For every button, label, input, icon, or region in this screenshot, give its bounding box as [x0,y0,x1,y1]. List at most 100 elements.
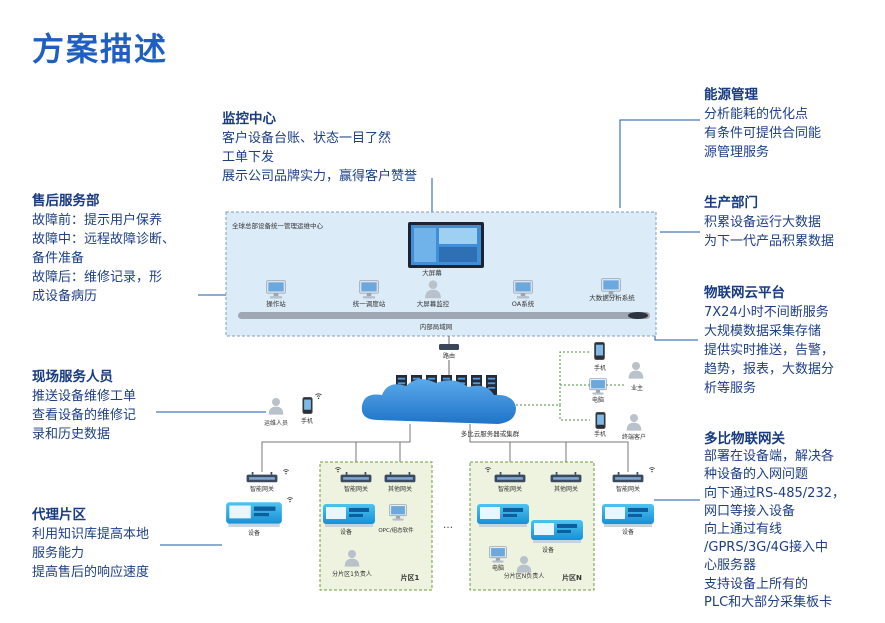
production-heading: 生产部门 [704,195,758,211]
wifi-icon [286,497,294,503]
aftersales-line: 故障中：远程故障诊断、 [32,232,176,247]
station-label: 大数据分析系统 [589,293,635,302]
monitoring-line: 展示公司品牌实力，赢得客户赞誉 [222,169,418,184]
field-staff-line: 录和历史数据 [32,427,111,442]
agent-line: 服务能力 [32,546,85,561]
monitoring-line: 客户设备台账、状态一目了然 [222,131,392,146]
device-label: 设备 [340,528,352,536]
device-label: 设备 [622,528,634,536]
iot-cloud-line: 析等服务 [704,381,757,396]
aftersales-line: 成设备病历 [32,289,98,304]
energy-heading: 能源管理 [704,87,758,103]
maintainer-phone-icon [302,397,313,414]
device-icon [477,504,529,527]
smart-gateway-icon [612,472,644,483]
terminal-customer-icon [626,414,642,431]
iot-cloud-text: 物联网云平台 7X24小时不间断服务 大规模数据采集存储 提供实时推送，告警， … [704,284,834,398]
iot-cloud-line: 趋势，报表，大数据分 [704,362,835,377]
lan-label: 内部局域网 [420,322,453,331]
gateway-text: 多比物联网关 部署在设备端，解决各 种设备的入网问题 向下通过RS-485/23… [704,430,845,612]
phone-label: 手机 [594,430,606,438]
gateway-line: 向上通过有线 [704,522,783,538]
phone-icon [594,342,605,360]
aftersales-line: 备件准备 [32,251,85,266]
device-label: 设备 [542,546,554,554]
cloud-label: 多比云服务器或集群 [461,429,520,438]
client-links [516,351,624,421]
field-staff-line: 推送设备维修工单 [32,389,137,404]
agent-heading: 代理片区 [32,507,86,523]
gateway-label: 智能网关 [344,485,368,493]
device-icon [602,504,654,527]
aftersales-heading: 售后服务部 [32,193,100,209]
owner-icon [628,362,644,379]
gateway-line: 心服务器 [704,558,757,574]
production-line: 为下一代产品积累数据 [704,234,835,249]
wifi-icon [282,469,290,475]
phone-label: 手机 [594,364,606,372]
field-staff-line: 查看设备的维修记 [32,408,137,423]
callout-lines [156,119,700,546]
iot-cloud-line: 大规模数据采集存储 [704,324,822,339]
zoneN-leader-label: 分片区N负责人 [504,572,545,580]
opc-label: OPC/组态软件 [378,526,414,534]
phone-label: 手机 [301,417,313,425]
gateway-label: 智能网关 [616,485,640,493]
ellipsis-label: … [443,520,453,531]
page-title: 方案描述 [32,30,169,68]
iot-cloud-heading: 物联网云平台 [704,285,785,301]
gateway-line: 支持设备上所有的 [704,576,809,592]
aftersales-text: 售后服务部 故障前：提示用户保养 故障中：远程故障诊断、 备件准备 故障后：维修… [32,192,175,306]
gateway-line: PLC和大部分采集板卡 [704,594,833,610]
device-icon [323,504,375,527]
iot-cloud-line: 提供实时推送，告警， [704,343,835,358]
aftersales-line: 故障前：提示用户保养 [32,213,163,228]
agent-text: 代理片区 利用知识库提高本地 服务能力 提高售后的响应速度 [32,506,149,582]
station-label: OA系统 [512,299,535,308]
phone-icon [595,412,606,429]
monitoring-text: 监控中心 客户设备台账、状态一目了然 工单下发 展示公司品牌实力，赢得客户赞誉 [222,110,417,186]
maintainer-label: 运维人员 [264,419,288,427]
production-text: 生产部门 积累设备运行大数据 为下一代产品积累数据 [704,194,834,251]
wifi-icon [648,467,656,473]
device-icon [531,520,583,543]
energy-line: 源管理服务 [704,145,770,160]
gateway-line: 向下通过RS-485/232， [704,485,845,501]
monitoring-line: 工单下发 [222,150,275,165]
gateway-line: 种设备的入网问题 [704,467,809,483]
computer-icon [589,378,607,395]
aftersales-line: 故障后：维修记录，形 [32,270,163,285]
owner-label: 业主 [631,384,643,392]
router-icon [439,344,459,350]
wifi-icon [315,393,322,400]
energy-line: 分析能耗的优化点 [704,107,809,122]
field-staff-heading: 现场服务人员 [32,369,113,385]
device-label: 设备 [248,529,260,537]
gateway-label: 其他网关 [554,485,578,493]
energy-text: 能源管理 分析能耗的优化点 有条件可提供合同能 源管理服务 [704,86,821,162]
management-center-label: 全球总部设备统一管理运维中心 [232,221,324,230]
station-label: 大屏幕监控 [417,299,450,308]
gateway-line: 网口等接入设备 [704,503,796,519]
zoneN-label: 片区N [562,573,582,582]
iot-cloud-line: 7X24小时不间断服务 [704,305,829,320]
gateway-line: /GPRS/3G/4G接入中 [704,540,829,556]
agent-line: 利用知识库提高本地 [32,527,150,542]
monitoring-heading: 监控中心 [222,111,276,127]
station-label: 操作站 [266,299,286,308]
zone1-leader-label: 分片区1负责人 [332,570,372,578]
smart-gateway-icon [246,472,278,483]
gateway-heading: 多比物联网关 [704,431,785,447]
zone1-label: 片区1 [401,573,420,582]
production-line: 积累设备运行大数据 [704,215,822,230]
computer-label: 电脑 [592,396,604,404]
energy-line: 有条件可提供合同能 [704,126,822,141]
gateway-line: 部署在设备端，解决各 [704,449,835,465]
maintainer-icon [268,398,284,415]
gateway-label: 其他网关 [388,485,412,493]
station-label: 统一调度站 [353,299,386,308]
lan-bar [238,312,650,319]
router-label: 路由 [443,352,455,360]
computer-label: 电脑 [492,564,504,572]
